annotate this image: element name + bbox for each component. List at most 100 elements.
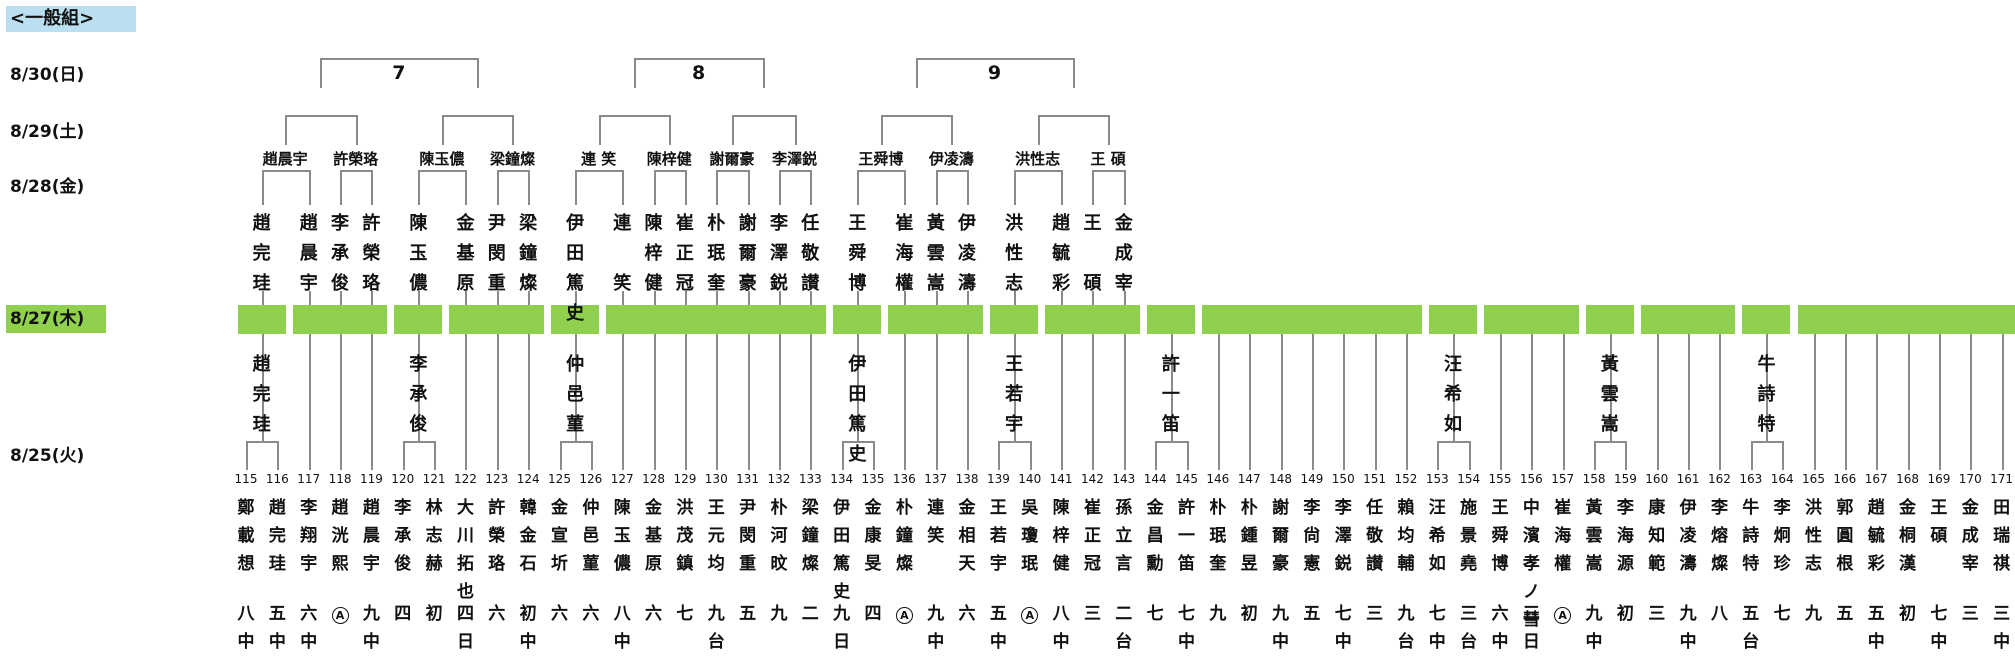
player-class: 三 [1366, 604, 1384, 624]
player-name: 李承俊 [394, 498, 412, 574]
player-class: 七 [676, 604, 694, 624]
player-class: 三中 [1993, 604, 2011, 652]
bracket-line [1500, 334, 1502, 470]
bracket-line [967, 334, 970, 470]
player-class: A [893, 600, 915, 628]
semifinal-winner: 梁鐘燦 [489, 150, 535, 168]
semifinal-winner: 許榮珞 [333, 150, 379, 168]
match-bar [1295, 305, 1328, 334]
bracket-line [277, 441, 280, 470]
bracket-line [1029, 441, 1032, 470]
bracket-line [418, 291, 421, 305]
match-number: 165 [1802, 472, 1825, 486]
semifinal-winner: 陳玉儂 [419, 150, 465, 168]
player-class: 八 [1710, 604, 1728, 624]
player-class: 四 [864, 604, 882, 624]
match-bar [1358, 305, 1391, 334]
semifinal-winner: 洪性志 [1015, 150, 1061, 168]
bracket-line [246, 441, 248, 470]
match-number: 141 [1049, 472, 1073, 486]
seed-winner: 李承俊 [409, 354, 428, 435]
group-label: <一般組> [6, 6, 136, 32]
bracket-line [1092, 170, 1125, 172]
bracket-line [810, 334, 813, 470]
match-bar [1233, 305, 1266, 334]
match-number: 163 [1739, 472, 1763, 486]
bracket-line [904, 334, 907, 470]
player-name: 梁鐘燦 [801, 498, 819, 574]
bracket-line [340, 170, 343, 205]
player-name: 朴鍾昱 [1240, 498, 1258, 574]
bracket-line [1876, 334, 1879, 470]
player-name: 洪性志 [1805, 498, 1822, 574]
bracket-line [1092, 334, 1095, 470]
finalist-name: 李澤鋭 [769, 213, 788, 294]
player-name: 金昌勳 [1146, 498, 1164, 574]
bracket-line [371, 170, 374, 205]
player-name: 王元均 [707, 498, 725, 574]
player-class: 五 [1836, 604, 1854, 624]
match-bar [1076, 305, 1109, 334]
semifinal-winner: 謝爾豪 [709, 150, 755, 168]
semifinal-winner: 趙晨宇 [262, 150, 308, 168]
bracket-line [747, 170, 750, 205]
bracket-line [1594, 441, 1597, 470]
bracket-line [778, 170, 812, 172]
seed-winner: 王若宇 [1005, 354, 1024, 435]
seed-winner: 黃雲嵩 [1600, 354, 1619, 435]
player-class: 九 [770, 604, 788, 624]
bracket-line [434, 441, 437, 470]
match-number: 139 [986, 472, 1010, 486]
bracket-line [1970, 334, 1973, 470]
bracket-line [935, 291, 938, 305]
bracket-line [320, 58, 479, 60]
player-name: 陳玉儂 [613, 498, 631, 574]
bracket-line [731, 115, 734, 145]
bracket-line [653, 170, 686, 172]
match-bar [700, 305, 733, 334]
bracket-line [1061, 170, 1064, 205]
bracket-line [633, 58, 636, 88]
finalist-name: 任敬讃 [801, 213, 820, 294]
bracket-line [904, 291, 907, 305]
bracket-line [1405, 334, 1408, 470]
bracket-line [1750, 441, 1753, 470]
bracket-line [418, 334, 421, 441]
player-name: 李尙憲 [1303, 498, 1321, 574]
match-bar [1045, 305, 1078, 334]
bracket-line [873, 441, 875, 470]
player-class: 六 [645, 604, 663, 624]
finalist-name: 王 碩 [1083, 213, 1102, 294]
match-number: 129 [673, 472, 697, 486]
bracket-line [1719, 334, 1722, 470]
player-name: 吳瓊珉 [1021, 498, 1039, 574]
player-name: 田瑞祺 [1993, 498, 2011, 574]
player-name: 朴珉奎 [1209, 498, 1227, 574]
bracket-line [477, 58, 480, 88]
match-number: 151 [1363, 472, 1387, 486]
bracket-line [320, 58, 323, 88]
player-name: 中濱孝ノ彗 [1522, 498, 1540, 630]
player-class: 三 [1083, 604, 1101, 624]
player-class: 六 [551, 604, 568, 624]
player-class: 八中 [237, 604, 255, 652]
player-name: 仲邑菫 [582, 498, 600, 574]
bracket-line [1092, 170, 1095, 205]
match-number: 164 [1770, 472, 1794, 486]
match-bar [606, 305, 639, 334]
player-name: 郭圓根 [1836, 498, 1854, 574]
bracket-line [1014, 170, 1017, 205]
match-bar [919, 305, 952, 334]
finalist-name: 陳梓健 [644, 213, 663, 294]
date-0827-current: 8/27(木) [6, 305, 106, 333]
player-name: 金桐漢 [1899, 498, 1917, 574]
player-name: 賴均輔 [1397, 498, 1415, 574]
bracket-line [841, 441, 874, 443]
bracket-line [1750, 441, 1784, 443]
bracket-line [1609, 334, 1612, 441]
player-class: 八中 [613, 604, 631, 652]
semifinal-winner: 王 碩 [1090, 150, 1126, 168]
match-number: 157 [1551, 472, 1575, 486]
player-name: 趙毓彩 [1867, 498, 1885, 574]
finalist-name: 趙完珪 [252, 213, 271, 294]
